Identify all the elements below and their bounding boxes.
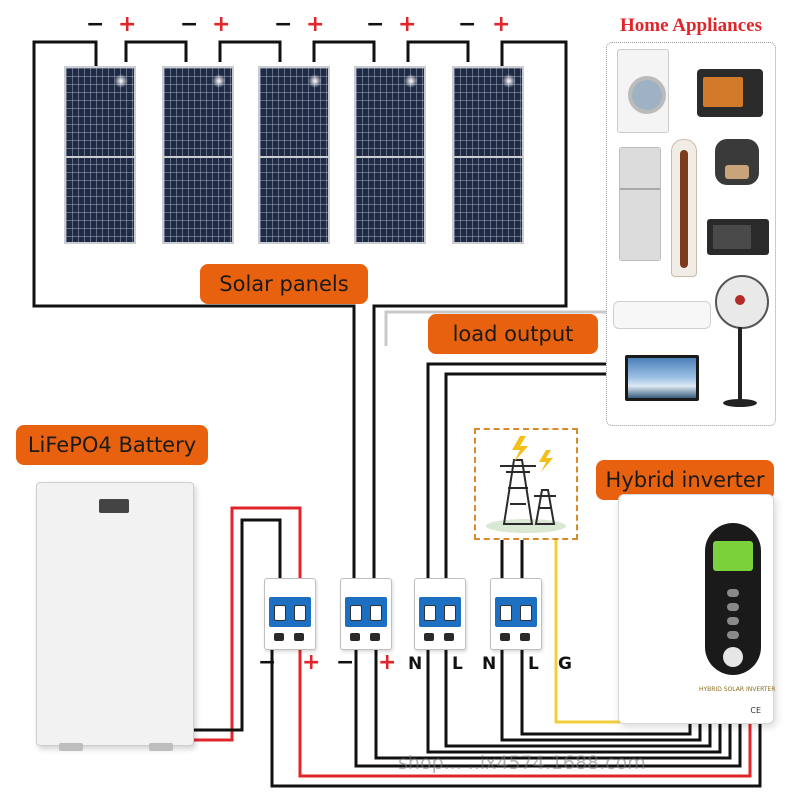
- electric-fan-icon: [713, 275, 769, 415]
- appliances-title: Home Appliances: [620, 15, 762, 36]
- solar-panel-4: [354, 66, 426, 244]
- terminal-ground: G: [558, 654, 572, 674]
- solar-panel-5: [452, 66, 524, 244]
- power-knob-icon[interactable]: [723, 647, 743, 667]
- terminal-battery-minus: −: [258, 650, 277, 675]
- terminal-grid-n: N: [482, 654, 497, 674]
- inverter-control-panel: [705, 523, 761, 675]
- sun-glare-icon: [308, 74, 322, 88]
- oven-icon: [697, 69, 763, 117]
- lifepo4-battery: [36, 482, 194, 751]
- inverter-bus-battery-neg: [270, 648, 762, 788]
- inverter-brand: HYBRID SOLAR INVERTER: [699, 686, 776, 693]
- series-link-4: [406, 40, 470, 62]
- utility-grid-box: [474, 428, 578, 540]
- inverter-bus-load-l: [444, 648, 712, 748]
- panel-3-minus: −: [274, 12, 293, 37]
- panel-2-plus: +: [212, 12, 231, 37]
- inverter-bus-grid-n: [500, 648, 702, 742]
- load-output-label: load output: [428, 314, 598, 354]
- microwave-icon: [707, 219, 769, 255]
- inverter-bus-pv-pos: [374, 648, 732, 760]
- load-output-wire-n: [426, 362, 606, 580]
- solar-panel-1: [64, 66, 136, 244]
- sun-glare-icon: [404, 74, 418, 88]
- inverter-bus-battery-pos: [298, 648, 752, 778]
- home-appliances-box: Home Appliances: [606, 15, 776, 426]
- battery-label: LiFePO4 Battery: [16, 425, 208, 465]
- terminal-battery-plus: +: [302, 650, 321, 675]
- washing-machine-icon: [617, 49, 669, 133]
- inverter-bus-pv-neg: [354, 648, 742, 768]
- sun-glare-icon: [502, 74, 516, 88]
- load-output-wire-l: [444, 372, 606, 580]
- panel-1-plus: +: [118, 12, 137, 37]
- hybrid-inverter: HYBRID SOLAR INVERTER CE: [618, 494, 776, 724]
- panel-5-minus: −: [458, 12, 477, 37]
- panel-4-minus: −: [366, 12, 385, 37]
- battery-negative-wire: [192, 518, 282, 732]
- battery-display-icon: [99, 499, 129, 513]
- inverter-button[interactable]: [727, 631, 739, 639]
- sun-glare-icon: [114, 74, 128, 88]
- breaker-grid[interactable]: [490, 578, 542, 650]
- terminal-pv-plus: +: [378, 650, 397, 675]
- terminal-grid-l: L: [528, 654, 539, 674]
- panel-3-plus: +: [306, 12, 325, 37]
- series-link-1: [124, 40, 188, 62]
- inverter-bus-grid-l: [520, 648, 692, 736]
- sun-glare-icon: [212, 74, 226, 88]
- inverter-label: Hybrid inverter: [596, 460, 774, 500]
- terminal-pv-minus: −: [336, 650, 355, 675]
- inverter-button[interactable]: [727, 603, 739, 611]
- ground-wire: [554, 540, 620, 724]
- air-conditioner-tower-icon: [671, 139, 697, 277]
- solar-panel-3: [258, 66, 330, 244]
- panel-4-plus: +: [398, 12, 417, 37]
- power-tower-icon: [486, 436, 566, 533]
- battery-foot: [149, 743, 173, 751]
- panel-2-minus: −: [180, 12, 199, 37]
- wall-air-conditioner-icon: [613, 301, 711, 329]
- inverter-lcd-icon: [713, 541, 753, 571]
- rice-cooker-icon: [715, 139, 759, 185]
- panel-5-plus: +: [492, 12, 511, 37]
- series-link-2: [218, 40, 282, 62]
- television-icon: [625, 355, 699, 401]
- panel-1-minus: −: [86, 12, 105, 37]
- series-link-3: [312, 40, 376, 62]
- solar-panels-label: Solar panels: [200, 264, 368, 304]
- terminal-load-l: L: [452, 654, 463, 674]
- lightning-bolt-icon: [512, 436, 528, 462]
- solar-panel-2: [162, 66, 234, 244]
- breaker-load[interactable]: [414, 578, 466, 650]
- ce-mark: CE: [750, 706, 761, 715]
- battery-positive-wire: [190, 506, 302, 742]
- inverter-button[interactable]: [727, 589, 739, 597]
- watermark: shop... ..ix4574.1688.com: [398, 752, 646, 774]
- refrigerator-icon: [619, 147, 661, 261]
- breaker-pv[interactable]: [340, 578, 392, 650]
- breaker-battery[interactable]: [264, 578, 316, 650]
- inverter-button[interactable]: [727, 617, 739, 625]
- battery-foot: [59, 743, 83, 751]
- load-output-light: [384, 310, 606, 346]
- inverter-bus-load-n: [426, 648, 722, 754]
- terminal-load-n: N: [408, 654, 423, 674]
